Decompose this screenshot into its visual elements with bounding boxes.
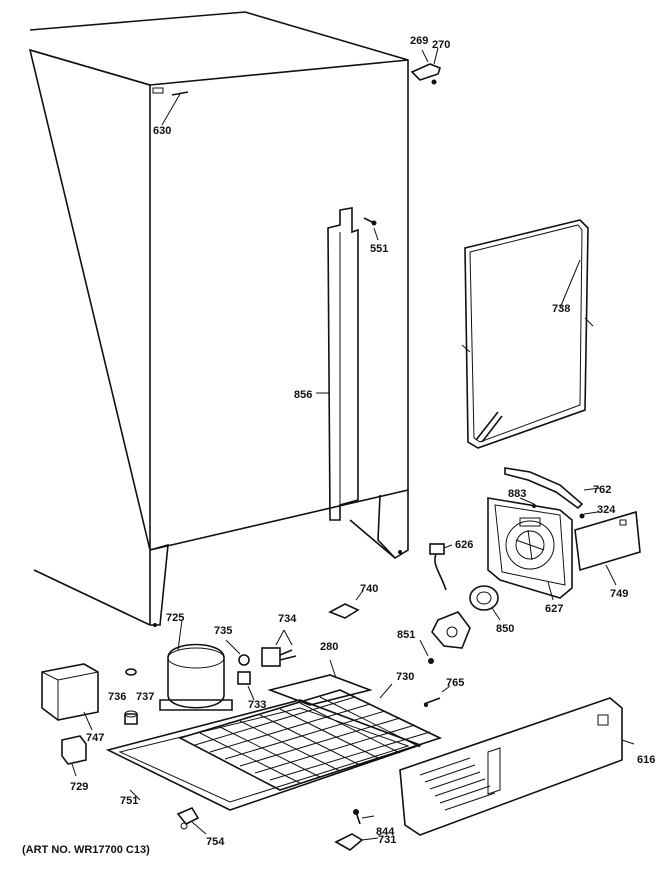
callout-725: 725 xyxy=(166,612,184,624)
cabinet xyxy=(28,11,409,627)
part-747-bracket xyxy=(41,663,99,731)
callout-856: 856 xyxy=(294,389,312,401)
part-738-gasket xyxy=(461,219,594,449)
callout-733: 733 xyxy=(248,699,266,711)
callout-740: 740 xyxy=(360,583,378,595)
part-616-grille xyxy=(399,697,635,836)
part-730-condenser xyxy=(177,659,443,791)
callout-747: 747 xyxy=(86,732,104,744)
callout-731: 731 xyxy=(378,834,396,846)
callout-851: 851 xyxy=(397,629,415,641)
part-856-mullion xyxy=(316,207,359,521)
part-626-switch xyxy=(429,543,453,591)
callout-730: 730 xyxy=(396,671,414,683)
callout-729: 729 xyxy=(70,781,88,793)
callout-630: 630 xyxy=(153,125,171,137)
part-844-screw xyxy=(353,809,375,825)
part-735-733 xyxy=(225,639,255,701)
part-749-cover xyxy=(574,510,641,586)
callout-754: 754 xyxy=(206,836,225,848)
callout-736: 736 xyxy=(108,691,126,703)
part-729-box xyxy=(61,735,87,777)
callout-280: 280 xyxy=(320,641,338,653)
part-765-clip xyxy=(423,685,451,707)
part-850-fan-motor xyxy=(469,585,501,621)
callout-749: 749 xyxy=(610,588,628,600)
part-740-clip xyxy=(328,591,363,619)
callout-844: 844 xyxy=(376,826,395,838)
callout-737: 737 xyxy=(136,691,154,703)
callout-270: 270 xyxy=(432,39,450,51)
part-736-737-grommets xyxy=(124,668,138,725)
callout-616: 616 xyxy=(637,754,655,766)
callout-765: 765 xyxy=(446,677,464,689)
part-551-screw xyxy=(363,217,379,241)
part-762-strip xyxy=(504,467,601,510)
callout-626: 626 xyxy=(455,539,473,551)
callout-324: 324 xyxy=(597,504,616,516)
part-630-clip xyxy=(152,87,189,126)
part-725-compressor xyxy=(159,619,233,711)
part-627-fan-housing xyxy=(487,497,573,601)
part-883-324-screws xyxy=(519,497,599,519)
callout-762: 762 xyxy=(593,484,611,496)
callout-734: 734 xyxy=(278,613,297,625)
part-731-foot xyxy=(334,833,379,851)
part-734-relay xyxy=(261,629,297,667)
callout-751: 751 xyxy=(120,795,138,807)
part-754-roller xyxy=(176,806,207,835)
part-269-270-hinge xyxy=(410,47,441,85)
part-851-fan-blade xyxy=(419,611,471,664)
callout-269: 269 xyxy=(410,35,428,47)
callout-labels: 269 270 630 551 738 856 762 883 324 626 … xyxy=(22,35,655,856)
callout-551: 551 xyxy=(370,243,388,255)
callout-738: 738 xyxy=(552,303,570,315)
art-number: (ART NO. WR17700 C13) xyxy=(22,844,150,856)
callout-850: 850 xyxy=(496,623,514,635)
callout-735: 735 xyxy=(214,625,232,637)
callout-883: 883 xyxy=(508,488,526,500)
callout-627: 627 xyxy=(545,603,563,615)
